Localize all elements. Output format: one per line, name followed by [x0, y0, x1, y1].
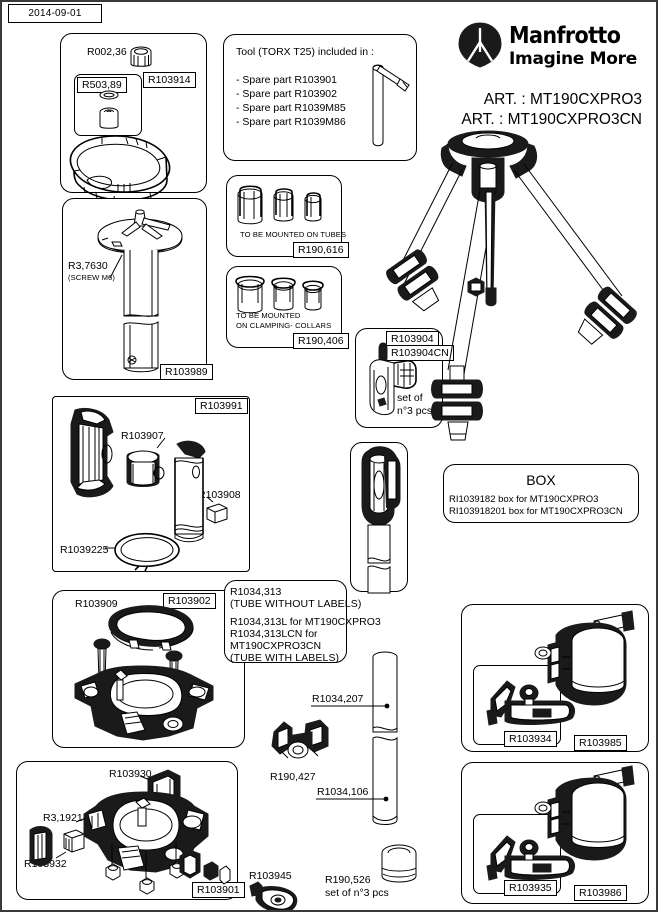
art-torx-key	[367, 60, 417, 150]
code-r103935: R103935	[504, 880, 557, 896]
art-center-column	[62, 198, 207, 380]
label-r1034-207: R1034,207	[312, 693, 364, 705]
art-leg-lock	[360, 340, 430, 420]
tube-note-line6: (TUBE WITH LABELS)	[230, 652, 340, 664]
article-number-2: ART. : MT190CXPRO3CN	[461, 111, 642, 128]
leader-r1034-106	[316, 796, 392, 807]
label-r103945: R103945	[249, 870, 292, 882]
tool-note-item-0: - Spare part R103901	[236, 74, 337, 86]
leader-r1034-207	[311, 703, 393, 714]
manfrotto-logo-icon	[457, 22, 503, 68]
leg-lock-set-line1: set of	[397, 392, 423, 404]
caption-r190-406-line1: TO BE MOUNTED	[236, 311, 301, 320]
brand-tagline: Imagine More	[509, 49, 637, 69]
code-r103902: R103902	[163, 593, 216, 609]
label-r190-526: R190,526	[325, 874, 371, 886]
label-r3-7630: R3,7630	[68, 260, 108, 272]
box-note-title: BOX	[526, 472, 556, 488]
tube-note-line4: R1034,313LCN for	[230, 628, 318, 640]
label-r190-427: R190,427	[270, 771, 316, 783]
label-r103909: R103909	[75, 598, 118, 610]
tool-note-title: Tool (TORX T25) included in :	[236, 46, 374, 58]
art-shoulder-parts	[57, 402, 247, 572]
code-r103914: R103914	[143, 72, 196, 88]
panel-tube-note	[224, 580, 347, 663]
art-tripod-assembly	[386, 130, 652, 441]
art-collar-lower	[486, 764, 642, 899]
code-r103986: R103986	[574, 885, 627, 901]
label-r103930: R103930	[109, 768, 152, 780]
code-r190-616: R190,616	[293, 242, 349, 258]
art-tube-shims	[230, 182, 340, 230]
panel-box-note	[443, 464, 639, 523]
art-r103914-parts	[60, 33, 207, 205]
label-r103907: R103907	[121, 430, 164, 442]
document-date: 2014-09-01	[8, 4, 102, 23]
caption-r190-616: TO BE MOUNTED ON TUBES	[240, 230, 347, 239]
art-collar-upper	[486, 609, 642, 744]
label-r002-36: R002,36	[87, 46, 127, 58]
box-note-line1: RI1039182 box for MT190CXPRO3	[449, 494, 599, 505]
tool-note-item-2: - Spare part R1039M85	[236, 102, 346, 114]
art-top-casting	[57, 602, 239, 744]
label-r190-526-set: set of n°3 pcs	[325, 887, 389, 899]
brand-logo: Manfrotto Imagine More	[457, 22, 647, 78]
brand-name: Manfrotto	[509, 23, 621, 49]
label-screw-m6: (SCREW M6)	[68, 273, 115, 282]
art-base-casting	[20, 766, 234, 896]
code-r103985: R103985	[574, 735, 627, 751]
art-foot-r103945	[246, 880, 304, 910]
art-collar-shims	[230, 271, 340, 319]
leg-lock-set-line2: n°3 pcs	[397, 405, 433, 417]
label-r1039225: R1039225	[60, 544, 109, 556]
tube-note-line2: (TUBE WITHOUT LABELS)	[230, 598, 362, 610]
code-r103991: R103991	[195, 398, 248, 414]
code-r103934: R103934	[504, 731, 557, 747]
code-r103904cn: R103904CN	[386, 345, 454, 361]
tube-note-line5: MT190CXPRO3CN	[230, 640, 322, 652]
panel-tool-note	[223, 34, 417, 161]
box-note-line2: RI103918201 box for MT190CXPRO3CN	[449, 506, 623, 517]
code-r103904: R103904	[386, 331, 439, 347]
tube-note-line1: R1034,313	[230, 586, 282, 598]
tool-note-item-1: - Spare part R103902	[236, 88, 337, 100]
code-r103989: R103989	[160, 364, 213, 380]
code-r190-406: R190,406	[293, 333, 349, 349]
article-number-1: ART. : MT190CXPRO3	[483, 91, 642, 108]
art-ferrule	[377, 842, 423, 892]
art-leg-lock-middle	[354, 445, 406, 594]
caption-r190-406-line2: ON CLAMPING- COLLARS	[236, 321, 332, 330]
tube-note-line3: R1034,313L for MT190CXPRO3	[230, 616, 381, 628]
label-r1034-106: R1034,106	[317, 786, 369, 798]
code-r103901: R103901	[192, 882, 245, 898]
label-r3-1921: R3,1921	[43, 812, 83, 824]
art-spider-r190-427	[266, 718, 336, 768]
tool-note-item-3: - Spare part R1039M86	[236, 116, 346, 128]
art-lower-tube	[368, 650, 404, 872]
